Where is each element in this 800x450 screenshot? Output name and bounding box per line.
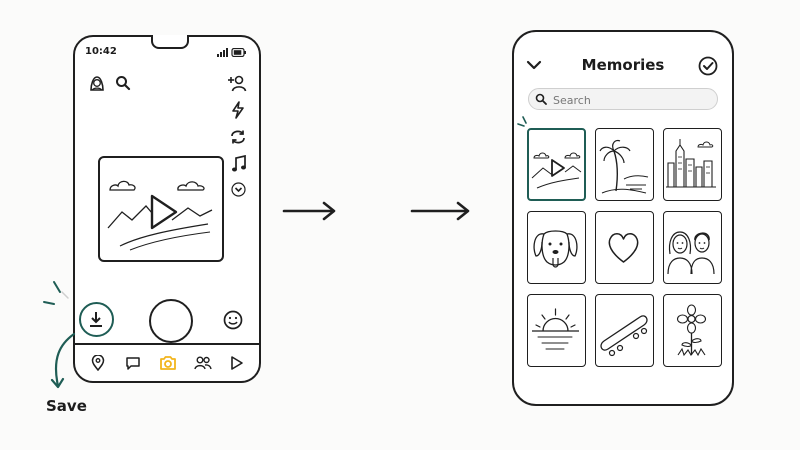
check-circle-icon[interactable] <box>698 56 718 76</box>
page-title: Memories <box>581 56 665 74</box>
play-icon <box>150 194 178 230</box>
search-icon[interactable] <box>115 75 131 91</box>
search-icon <box>535 93 547 105</box>
avatar-icon[interactable] <box>87 73 107 93</box>
music-icon[interactable] <box>231 155 247 173</box>
search-bar[interactable] <box>528 88 718 110</box>
download-button[interactable] <box>79 302 114 337</box>
emoji-icon[interactable] <box>223 310 243 330</box>
memories-phone: Memories <box>512 30 734 406</box>
flash-icon[interactable] <box>231 101 245 119</box>
memory-tile-video[interactable] <box>527 128 586 201</box>
memory-tile-skateboard[interactable] <box>595 294 654 367</box>
save-label: Save <box>46 397 87 415</box>
memory-tile-sunset[interactable] <box>527 294 586 367</box>
shutter-button[interactable] <box>149 299 193 343</box>
search-input[interactable] <box>551 91 705 109</box>
memory-tile-dog[interactable] <box>527 211 586 284</box>
arrow-right-icon <box>282 200 338 222</box>
highlight-marks <box>516 116 532 130</box>
bottom-nav <box>75 343 259 381</box>
chevron-down-icon[interactable] <box>231 182 246 197</box>
arrow-right-icon <box>410 200 472 222</box>
memory-tile-heart[interactable] <box>595 211 654 284</box>
phone-notch <box>151 35 189 49</box>
memory-tile-flower[interactable] <box>663 294 722 367</box>
camera-icon[interactable] <box>159 355 177 371</box>
memory-tile-palm-beach[interactable] <box>595 128 654 201</box>
memory-tile-city[interactable] <box>663 128 722 201</box>
camera-phone: 10:42 <box>73 35 261 383</box>
status-time: 10:42 <box>85 46 117 57</box>
flip-camera-icon[interactable] <box>229 129 247 145</box>
curved-arrow-icon <box>40 330 80 392</box>
map-pin-icon[interactable] <box>91 355 105 371</box>
video-preview[interactable] <box>98 156 224 262</box>
status-icons <box>217 48 247 57</box>
chevron-down-icon[interactable] <box>526 59 542 71</box>
add-friend-icon[interactable] <box>227 74 247 92</box>
stories-icon[interactable] <box>230 355 244 371</box>
play-icon <box>551 159 565 177</box>
highlight-marks <box>40 278 80 318</box>
chat-icon[interactable] <box>125 356 141 371</box>
memory-tile-couple[interactable] <box>663 211 722 284</box>
friends-icon[interactable] <box>194 355 212 371</box>
